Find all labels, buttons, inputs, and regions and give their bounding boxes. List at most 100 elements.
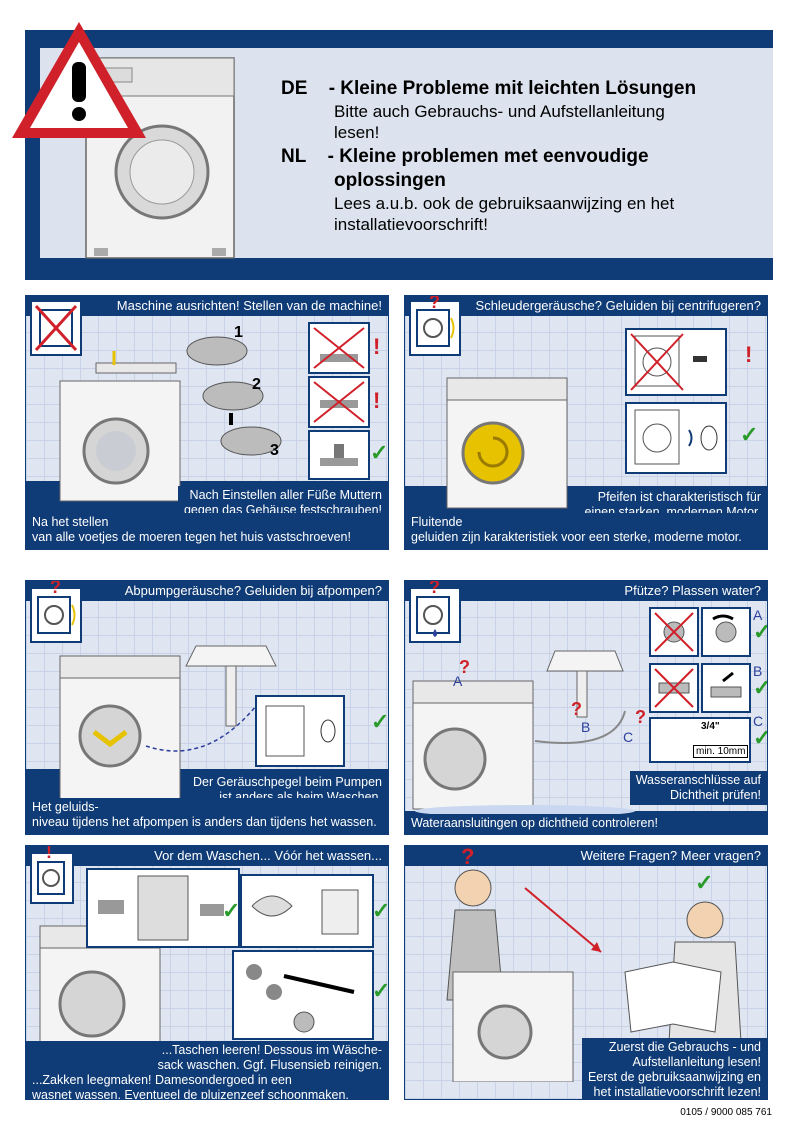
panel-before-washing: Vor dem Waschen... Vóór het wassen... ! …	[25, 845, 389, 1100]
question-mark-icon: ?	[635, 707, 646, 727]
exclamation-mark-icon: !	[46, 845, 52, 862]
header-nl-line: NL - Kleine problemen met eenvoudige	[281, 146, 649, 168]
panel-footer: Zuerst die Gebrauchs - und Aufstellanlei…	[581, 1038, 767, 1099]
panel-footer-nl: Fluitende geluiden zijn karakteristiek v…	[405, 513, 767, 549]
footer-line: Zuerst die Gebrauchs - und	[608, 1040, 761, 1054]
footer-line: van alle voetjes de moeren tegen het hui…	[32, 530, 351, 544]
note-line: Nach Einstellen aller Füße Muttern	[189, 488, 382, 502]
panel-footer-nl: Wateraansluitingen op dichtheid controle…	[405, 814, 767, 834]
transport-bolt-icon	[625, 328, 727, 396]
label-c: C	[753, 713, 764, 729]
question-mark-icon: ?	[461, 845, 475, 869]
warning-triangle-icon	[12, 22, 146, 138]
footer-line: sack waschen. Ggf. Flusensieb reinigen.	[157, 1058, 382, 1072]
footer-line: Na het stellen	[32, 515, 109, 529]
de-code: DE	[281, 78, 308, 99]
label-a: A	[453, 673, 463, 689]
question-mark-icon: ?	[429, 295, 440, 312]
step-3: 3	[270, 442, 279, 459]
de-title: - Kleine Probleme mit leichten Lösungen	[328, 78, 697, 99]
puddle-icon	[409, 587, 461, 643]
laundry-bag-icon	[240, 874, 374, 948]
panel-title: Schleudergeräusche? Geluiden bij centrif…	[405, 296, 767, 316]
note-line: Dichtheit prüfen!	[669, 788, 761, 802]
panel-title: Pfütze? Plassen water?	[405, 581, 767, 601]
water-connections-illustration	[412, 650, 635, 816]
panel-spin-noise: Schleudergeräusche? Geluiden bij centrif…	[404, 295, 768, 550]
pump-noise-icon	[30, 587, 82, 643]
foot-wrong-icon-1	[308, 322, 370, 374]
laundry-icon	[30, 852, 74, 904]
empty-pockets-icon	[86, 868, 240, 948]
footer-line: het installatievoorschrift lezen!	[593, 1085, 761, 1099]
warning-mark: !	[373, 388, 381, 413]
panel-footer-nl: Na het stellen van alle voetjes de moere…	[26, 513, 388, 549]
question-mark-icon: ?	[50, 580, 61, 597]
panel-title: Vor dem Waschen... Vóór het wassen...	[26, 846, 388, 866]
thread-size: 3/4"	[701, 721, 720, 732]
panel-footer: ...Taschen leeren! Dessous im Wäsche- sa…	[26, 1041, 388, 1099]
panel-more-questions: Weitere Fragen? Meer vragen? ? ✓ Zuerst …	[404, 845, 768, 1100]
checkmark-icon: ✓	[371, 709, 389, 734]
footer-line: ...Zakken leegmaken! Damesondergoed in e…	[32, 1073, 292, 1087]
foot-correct-icon	[308, 430, 370, 480]
step-2: 2	[252, 376, 261, 393]
nl-subtitle-2: installatievoorschrift!	[334, 215, 489, 234]
footer-line: niveau tijdens het afpompen is anders da…	[32, 815, 377, 829]
nl-subtitle-1: Lees a.u.b. ook de gebruiksaanwijzing en…	[334, 194, 675, 213]
checkmark-icon: ✓	[753, 725, 767, 751]
washing-machine-illustration	[446, 377, 568, 509]
footer-line: Aufstellanleitung lesen!	[632, 1055, 761, 1069]
nl-code: NL	[281, 146, 307, 167]
drain-wrong-icon	[649, 663, 699, 713]
checkmark-icon: ✓	[753, 675, 767, 701]
machine-icon	[30, 300, 82, 356]
footer-line: Het geluids-	[32, 800, 99, 814]
drain-correct-icon	[701, 663, 751, 713]
header-de-line: DE - Kleine Probleme mit leichten Lösung…	[281, 78, 696, 100]
feet-adjustment-illustration	[186, 336, 282, 456]
checkmark-icon: ✓	[695, 870, 714, 895]
step-1: 1	[234, 324, 243, 341]
lint-filter-icon	[232, 950, 374, 1040]
question-mark-icon: ?	[459, 657, 470, 677]
warning-mark: !	[745, 342, 753, 367]
panel-title: Abpumpgeräusche? Geluiden bij afpompen?	[26, 581, 388, 601]
panel-water-puddle: Pfütze? Plassen water? ? A B C ? ? ? A ✓…	[404, 580, 768, 835]
de-subtitle-2: lesen!	[334, 123, 380, 142]
checkmark-icon: ✓	[222, 898, 241, 923]
panel-note-de: Wasseranschlüsse auf Dichtheit prüfen!	[629, 771, 767, 805]
people-reading-manual-illustration	[446, 869, 742, 1082]
checkmark-icon: ✓	[370, 440, 389, 465]
checkmark-icon: ✓	[753, 619, 767, 645]
min-length: min. 10mm	[693, 745, 749, 758]
footer-line: Fluitende	[411, 515, 463, 529]
spin-noise-icon	[409, 300, 461, 356]
checkmark-icon: ✓	[372, 978, 389, 1003]
panel-footer-nl: Het geluids- niveau tijdens het afpompen…	[26, 798, 388, 834]
note-line: Wasseranschlüsse auf	[635, 773, 761, 787]
question-mark-icon: ?	[571, 699, 582, 719]
hose-wrong-icon	[649, 607, 699, 657]
hose-correct-icon	[701, 607, 751, 657]
checkmark-icon: ✓	[740, 422, 759, 447]
footer-line: wasnet wassen. Eventueel de pluizenzeef …	[32, 1088, 349, 1100]
document-code: 0105 / 9000 085 761	[680, 1107, 772, 1118]
label-a: A	[753, 607, 763, 623]
note-line: Pfeifen ist charakteristisch für	[597, 490, 761, 504]
warning-mark: !	[373, 334, 381, 359]
de-subtitle-1: Bitte auch Gebrauchs- und Aufstellanleit…	[334, 102, 665, 121]
question-mark-icon: ?	[429, 580, 440, 597]
pump-drain-illustration	[59, 645, 345, 802]
label-c: C	[623, 729, 634, 745]
panel-pump-noise: Abpumpgeräusche? Geluiden bij afpompen? …	[25, 580, 389, 835]
nl-title-1: - Kleine problemen met eenvoudige	[327, 146, 649, 167]
footer-line: geluiden zijn karakteristiek voor een st…	[411, 530, 742, 544]
panel-title: Weitere Fragen? Meer vragen?	[405, 846, 767, 866]
footer-line: Wateraansluitingen op dichtheid controle…	[411, 816, 658, 830]
footer-line: Eerst de gebruiksaanwijzing en	[587, 1070, 761, 1084]
foot-wrong-icon-2	[308, 376, 370, 428]
checkmark-icon: ✓	[372, 898, 389, 923]
whistle-sound-icon	[625, 402, 727, 474]
thread-measure-icon: 3/4" min. 10mm	[649, 717, 751, 763]
